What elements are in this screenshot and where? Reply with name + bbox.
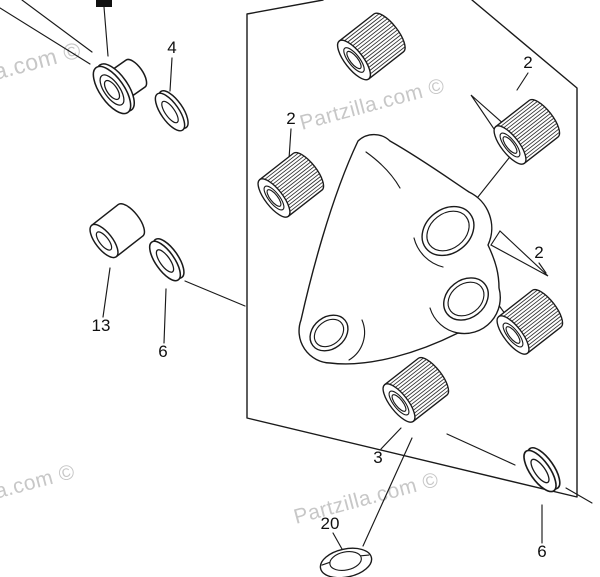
thrust-washer-6-left [143,233,191,287]
callout-bearing-bottom: 3 [373,448,382,467]
callout-spacer: 13 [92,316,111,335]
callout-washer-left: 6 [158,342,167,361]
thrust-washer-4 [149,85,195,136]
needle-bearing-2-left [252,147,330,223]
callout-bolt: 20 [321,514,340,533]
flange-bolt-20 [319,547,373,577]
spacer-13 [84,198,151,263]
callout-washer-top: 4 [167,38,176,57]
callout-bearing-top-right: 2 [523,53,532,72]
needle-bearing-2-right [491,284,569,360]
watermark: la.com © [0,460,78,505]
callout-bearing-right: 2 [534,243,543,262]
watermark: a.com © [0,37,84,85]
leader-lines [0,0,593,550]
needle-bearing-2-top-right [488,94,566,170]
flanged-collar [85,46,158,121]
watermark: Partzilla.com © [291,468,441,529]
assembly-group-frame [246,0,578,498]
callout-labels: 4 2 2 2 13 6 3 20 6 [92,38,547,561]
needle-bearing-top [331,7,412,86]
needle-bearing-3-bottom [377,352,455,428]
cushion-lever-arm [298,133,501,365]
cropped-callout-mark [96,0,112,7]
callout-bearing-left: 2 [286,109,295,128]
direction-arrow [490,230,549,277]
callout-washer-bottom-right: 6 [537,542,546,561]
watermark: Partzilla.com © [297,74,447,135]
